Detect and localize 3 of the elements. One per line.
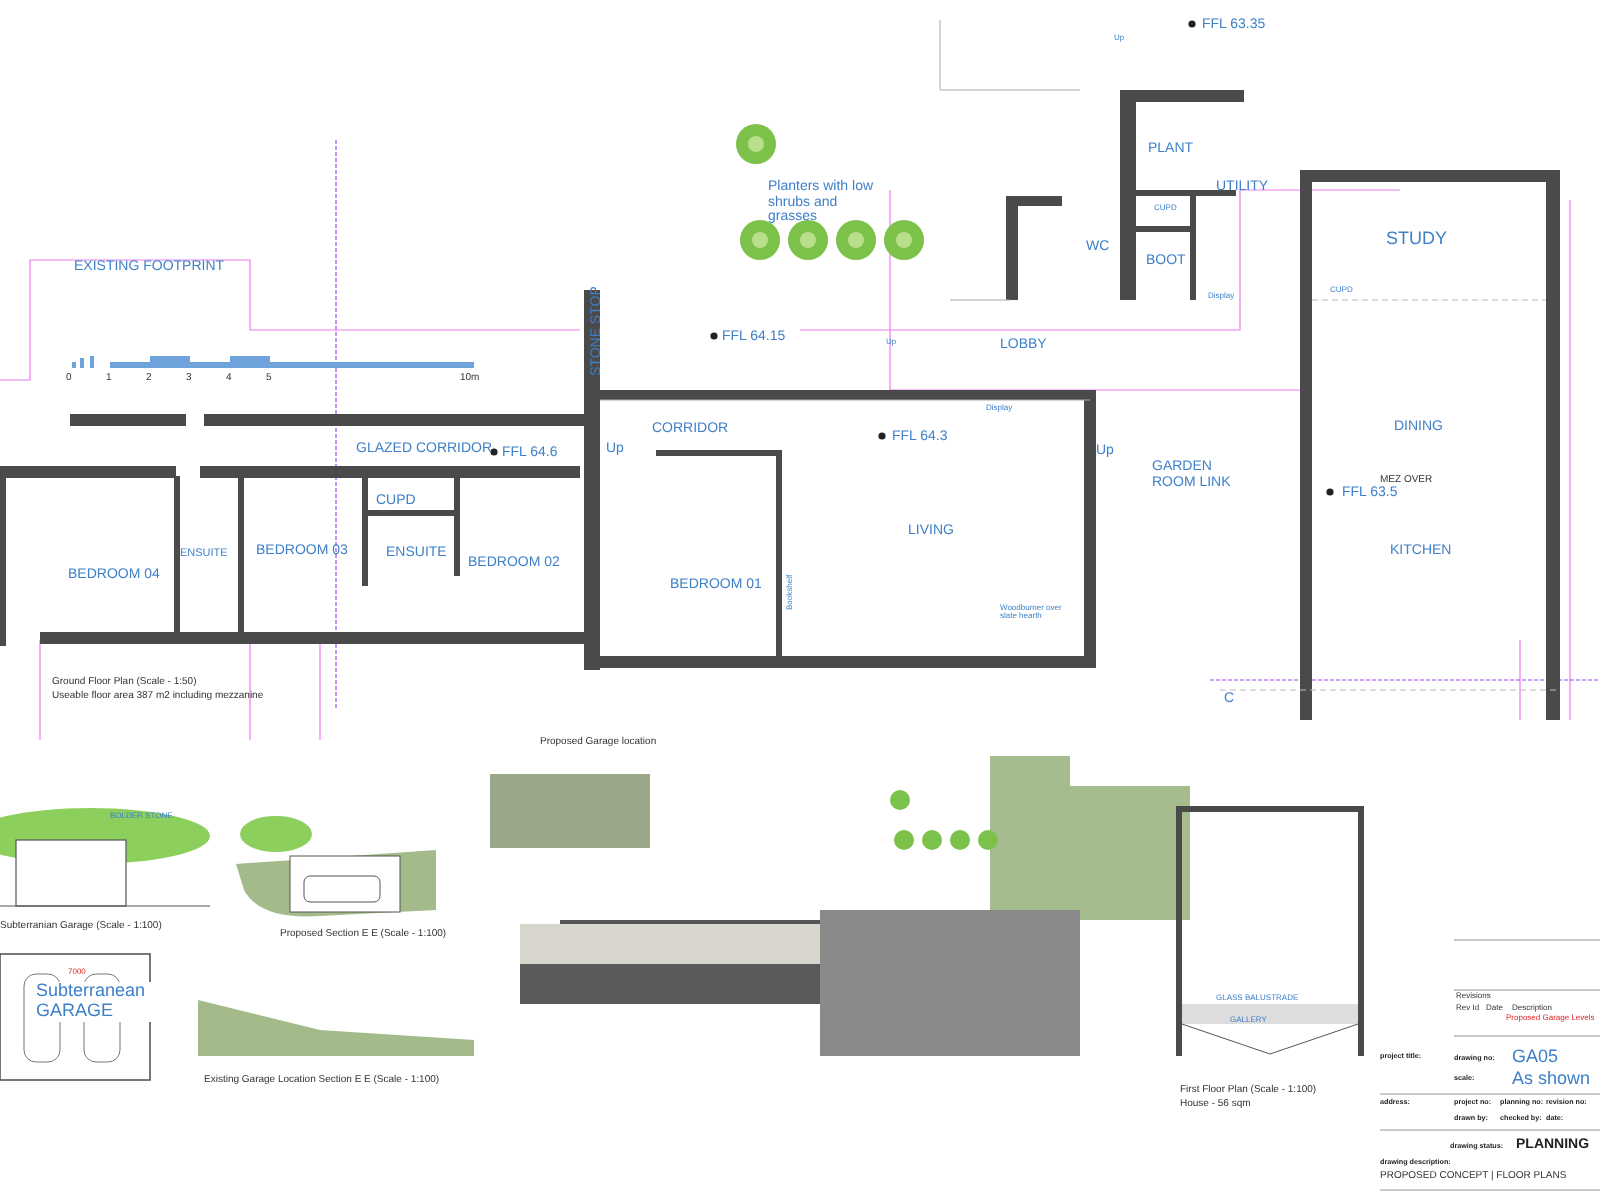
room-label: STUDY [1386, 230, 1448, 250]
field-value: GA05 [1512, 1048, 1559, 1068]
field-value: As shown [1512, 1070, 1591, 1090]
